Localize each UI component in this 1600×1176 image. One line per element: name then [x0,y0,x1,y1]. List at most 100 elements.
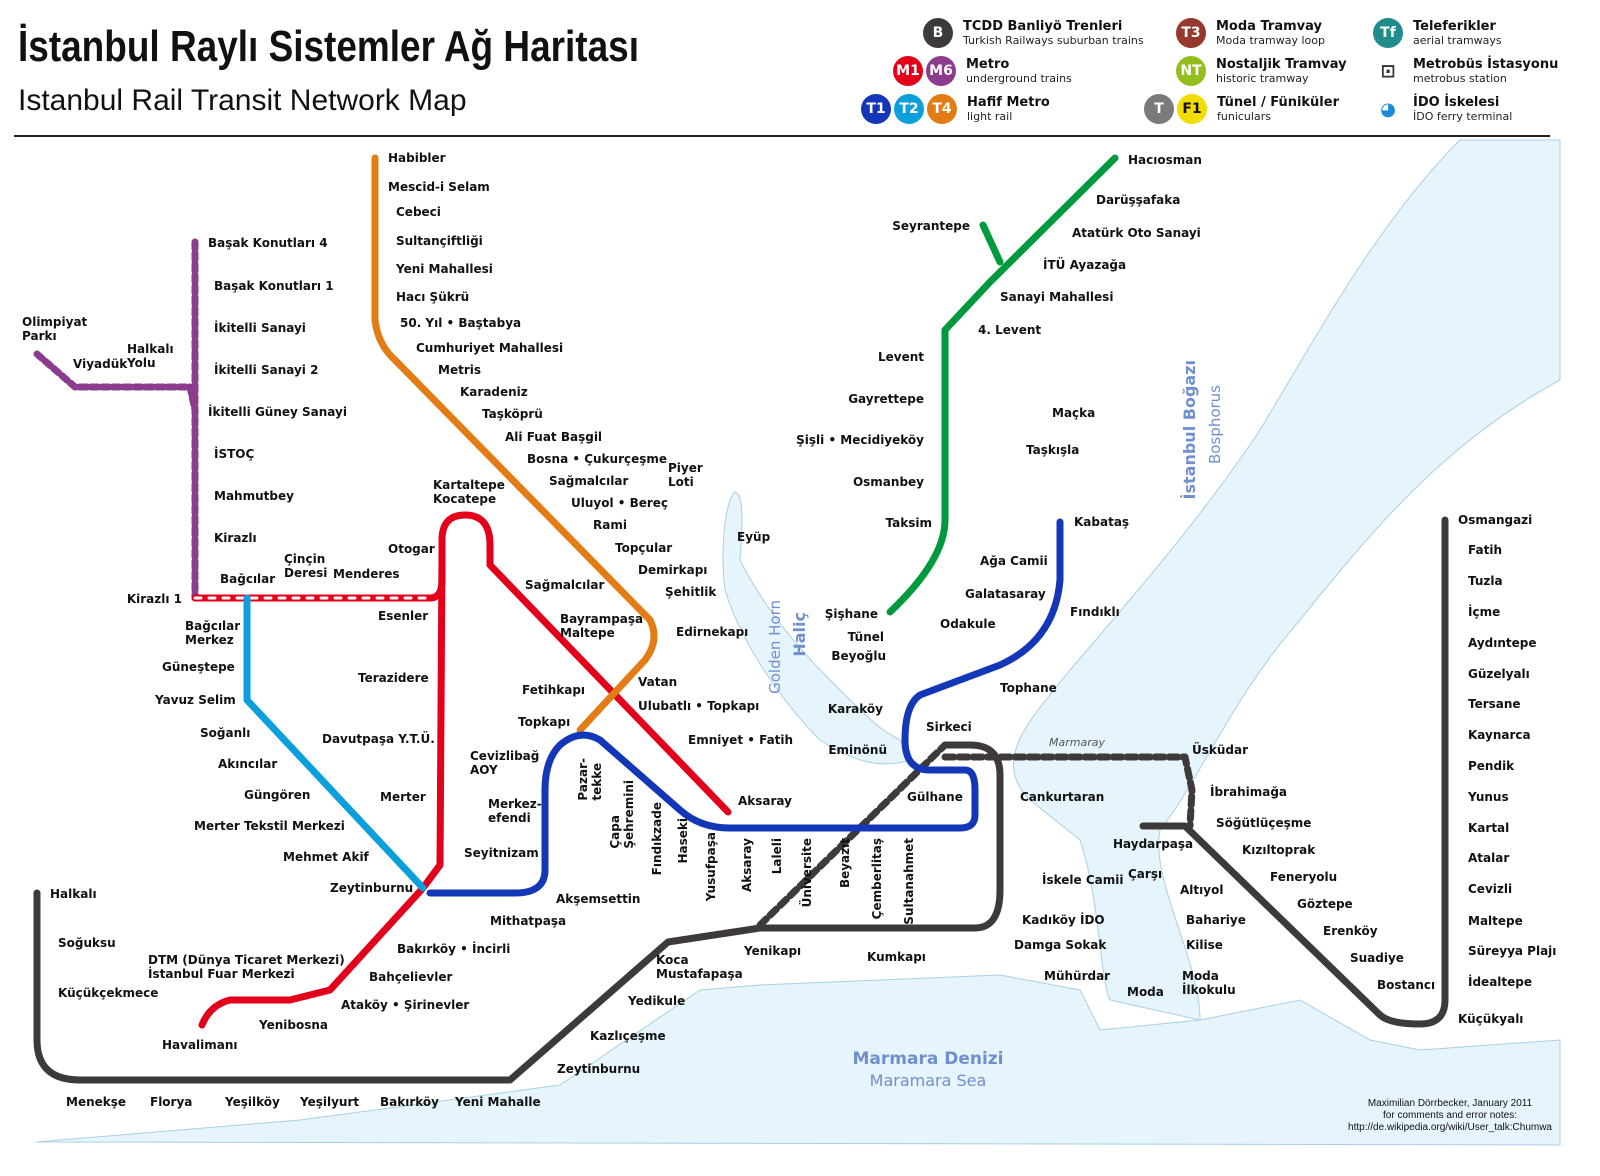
station-label[interactable]: Kartaltepe Kocatepe [433,478,505,506]
station-label[interactable]: Altıyol [1180,883,1224,897]
station-label[interactable]: Tophane [1000,681,1057,695]
station-label[interactable]: Cevizlibağ AOY [470,749,540,777]
station-label[interactable]: Kazlıçeşme [590,1029,666,1043]
station-label[interactable]: Çapa Şehremini [608,780,636,849]
station-label[interactable]: Topçular [615,541,673,555]
station-label[interactable]: Merkez- efendi [488,797,542,825]
station-label[interactable]: İkitelli Güney Sanayi [208,405,347,419]
station-label[interactable]: Eyüp [737,530,771,544]
station-label[interactable]: Vatan [638,675,678,689]
station-label[interactable]: Aydıntepe [1468,636,1537,650]
station-label[interactable]: Odakule [940,617,996,631]
station-label[interactable]: Ali Fuat Başgil [505,430,603,444]
station-label[interactable]: Güneştepe [162,660,235,674]
station-label[interactable]: Çarşı [1128,867,1163,881]
station-label[interactable]: İSTOÇ [214,447,255,461]
station-label[interactable]: Emniyet • Fatih [688,733,794,747]
station-label[interactable]: Mehmet Akif [283,850,369,864]
station-label[interactable]: Taşkışla [1026,443,1080,457]
station-label[interactable]: Piyer Loti [668,461,703,489]
station-label[interactable]: Tuzla [1468,574,1503,588]
station-label[interactable]: Sultanahmet [902,838,916,925]
station-label[interactable]: İkitelli Sanayi 2 [214,363,319,377]
station-label[interactable]: Mahmutbey [214,489,294,503]
station-label[interactable]: Güzelyalı [1468,667,1530,681]
station-label[interactable]: Üsküdar [1192,743,1249,757]
station-label[interactable]: Haseki [676,818,690,864]
station-label[interactable]: Halkalı [50,887,97,901]
station-label[interactable]: Sağmalcılar [525,578,605,592]
station-label[interactable]: Tünel [847,630,884,644]
station-label[interactable]: Olimpiyat Parkı [22,315,88,343]
station-label[interactable]: Moda [1127,985,1164,999]
station-label[interactable]: Bakırköy [380,1095,439,1109]
station-label[interactable]: Kadıköy İDO [1022,913,1105,927]
station-label[interactable]: Feneryolu [1270,870,1338,884]
station-label[interactable]: Beyoğlu [831,649,886,663]
station-label[interactable]: Akıncılar [218,757,278,771]
station-label[interactable]: Menderes [333,567,400,581]
station-label[interactable]: Kirazlı [214,531,257,545]
station-label[interactable]: Cevizli [1468,882,1513,896]
station-label[interactable]: Halkalı Yolu [127,342,174,370]
station-label[interactable]: Otogar [388,542,435,556]
station-label[interactable]: Osmanbey [852,475,924,489]
station-label[interactable]: Sultançiftliği [396,234,483,248]
station-label[interactable]: Zeytinburnu [330,881,414,895]
station-label[interactable]: Şişli • Mecidiyeköy [796,433,924,447]
station-label[interactable]: Karadeniz [460,385,528,399]
station-label[interactable]: Başak Konutları 4 [208,236,328,250]
station-label[interactable]: Cankurtaran [1020,790,1105,804]
station-label[interactable]: Yusufpaşa [704,832,718,902]
station-label[interactable]: Kabataş [1074,515,1130,529]
station-label[interactable]: Taksim [885,516,932,530]
station-label[interactable]: Cumhuriyet Mahallesi [416,341,564,355]
station-label[interactable]: Galatasaray [965,587,1046,601]
station-label[interactable]: Taşköprü [482,407,543,421]
station-label[interactable]: Sağmalcılar [549,474,629,488]
station-label[interactable]: Soğanlı [200,726,251,740]
station-label[interactable]: Bosna • Çukurçeşme [527,452,668,466]
station-label[interactable]: Terazidere [358,671,429,685]
station-label[interactable]: Karaköy [827,702,883,716]
station-label[interactable]: İskele Camii [1042,873,1124,887]
station-label[interactable]: Ağa Camii [980,554,1048,568]
station-label[interactable]: Aksaray [740,838,754,892]
station-label[interactable]: Mithatpaşa [490,914,567,928]
station-label[interactable]: Çemberlitaş [870,838,884,920]
station-label[interactable]: Fındıkzade [650,802,664,876]
station-label[interactable]: Yeşilköy [225,1095,280,1109]
station-label[interactable]: Sanayi Mahallesi [1000,290,1114,304]
station-label[interactable]: İkitelli Sanayi [214,321,306,335]
station-label[interactable]: Mühürdar [1044,969,1111,983]
station-label[interactable]: Habibler [388,151,446,165]
station-label[interactable]: Kumkapı [867,950,926,964]
station-label[interactable]: DTM (Dünya Ticaret Merkezi) İstanbul Fua… [148,953,345,981]
station-label[interactable]: Aksaray [738,794,792,808]
station-label[interactable]: Gülhane [907,790,963,804]
station-label[interactable]: Florya [150,1095,193,1109]
station-label[interactable]: Fındıklı [1070,605,1120,619]
station-label[interactable]: Şişhane [824,607,878,621]
station-label[interactable]: Soğuksu [58,936,116,950]
station-label[interactable]: Ataköy • Şirinevler [341,998,470,1012]
station-label[interactable]: Haydarpaşa [1113,837,1194,851]
station-label[interactable]: Şehitlik [665,585,717,599]
station-label[interactable]: 4. Levent [978,323,1042,337]
station-label[interactable]: Erenköy [1323,924,1378,938]
station-label[interactable]: Darüşşafaka [1096,193,1181,207]
station-label[interactable]: Bahariye [1186,913,1246,927]
station-label[interactable]: Kirazlı 1 [126,592,182,606]
station-label[interactable]: Kızıltoprak [1242,843,1316,857]
station-label[interactable]: Esenler [378,609,429,623]
station-label[interactable]: Zeytinburnu [557,1062,641,1076]
station-label[interactable]: Osmangazi [1458,513,1533,527]
station-label[interactable]: Yunus [1468,790,1509,804]
station-label[interactable]: Rami [593,518,627,532]
station-label[interactable]: Küçükyalı [1458,1012,1524,1026]
station-label[interactable]: Güngören [244,788,311,802]
station-label[interactable]: Başak Konutları 1 [214,279,334,293]
station-label[interactable]: Hacıosman [1128,153,1202,167]
station-label[interactable]: 50. Yıl • Baştabya [400,316,522,330]
station-label[interactable]: Davutpaşa Y.T.Ü. [322,732,435,746]
